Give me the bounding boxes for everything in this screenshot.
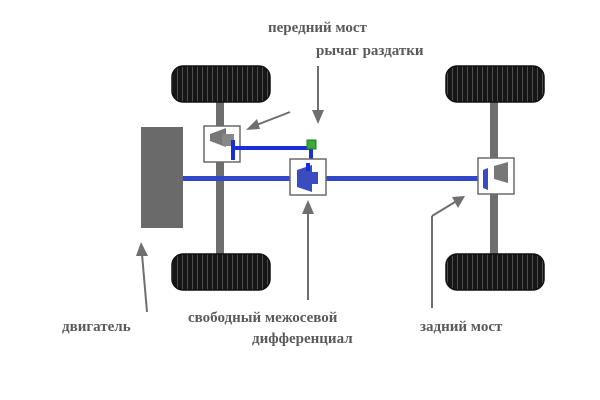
engine-block xyxy=(141,127,183,228)
main-driveshaft xyxy=(183,176,483,181)
engine-label: двигатель xyxy=(62,319,131,335)
rear-right-tire xyxy=(445,253,545,291)
rear-differential xyxy=(477,157,515,195)
transfer-lever-knob xyxy=(306,139,317,150)
arrow-transfer-lever xyxy=(312,66,324,124)
center-diff-label-line1: свободный межосевой xyxy=(188,310,338,326)
arrow-engine xyxy=(136,242,148,313)
center-diff-label-line2: дифференциал xyxy=(252,331,353,347)
front-right-tire xyxy=(171,253,271,291)
rear-left-tire xyxy=(445,65,545,103)
transfer-lever-label: рычаг раздатки xyxy=(316,43,424,59)
front-left-tire xyxy=(171,65,271,103)
center-differential xyxy=(289,158,327,196)
front-axle-label: передний мост xyxy=(268,20,367,36)
transfer-linkage xyxy=(231,140,313,163)
arrow-front-axle xyxy=(246,111,291,130)
rear-axle-label: задний мост xyxy=(420,319,503,335)
arrow-center-diff xyxy=(302,200,314,300)
arrow-rear-axle xyxy=(431,196,465,308)
